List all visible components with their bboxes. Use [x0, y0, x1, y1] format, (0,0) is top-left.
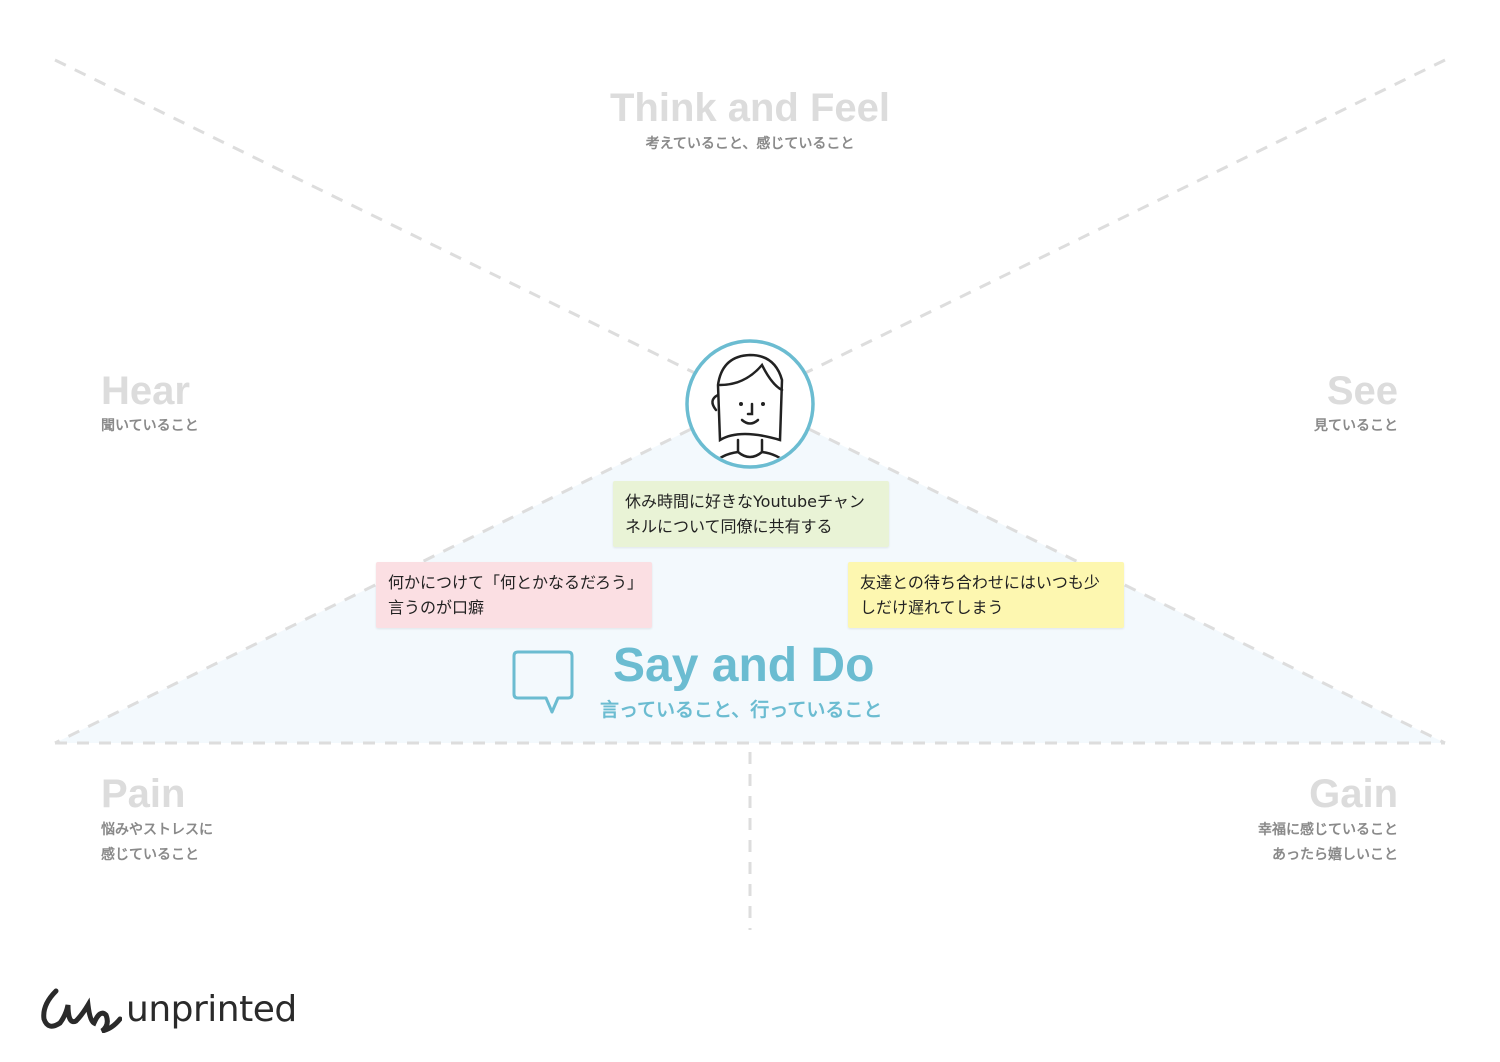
hear-title: Hear [101, 369, 190, 413]
divider-line [54, 58, 751, 402]
gain-title: Gain [1309, 772, 1398, 816]
pain-subtitle-2: 感じていること [101, 847, 199, 863]
say-do-title: Say and Do [613, 639, 875, 692]
pain-title: Pain [101, 772, 186, 816]
divider-line [749, 58, 1446, 402]
divider-line [749, 398, 1446, 745]
think-feel-title: Think and Feel [609, 86, 891, 130]
sticky-note[interactable]: 友達との待ち合わせにはいつも少しだけ遅れてしまう [848, 562, 1124, 628]
sticky-note[interactable]: 休み時間に好きなYoutubeチャンネルについて同僚に共有する [613, 481, 889, 547]
pain-subtitle-1: 悩みやストレスに [101, 822, 213, 838]
see-title: See [1326, 369, 1398, 413]
speech-bubble-icon [512, 650, 574, 714]
think-feel-subtitle: 考えていること、感じていること [645, 136, 855, 152]
gain-subtitle-1: 幸福に感じていること [1258, 822, 1398, 838]
hear-subtitle: 聞いていること [101, 418, 199, 434]
brand-logo: unprinted [38, 985, 297, 1033]
say-do-area [55, 400, 1445, 743]
gain-subtitle-2: あったら嬉しいこと [1272, 847, 1398, 863]
see-subtitle: 見ていること [1314, 418, 1398, 434]
logo-mark-icon [41, 988, 122, 1033]
sticky-note[interactable]: 何かにつけて「何とかなるだろう」言うのが口癖 [376, 562, 652, 628]
brand-name: unprinted [126, 988, 297, 1030]
say-do-subtitle: 言っていること、行っていること [600, 699, 883, 721]
divider-line [54, 398, 751, 745]
persona-avatar [685, 339, 815, 469]
